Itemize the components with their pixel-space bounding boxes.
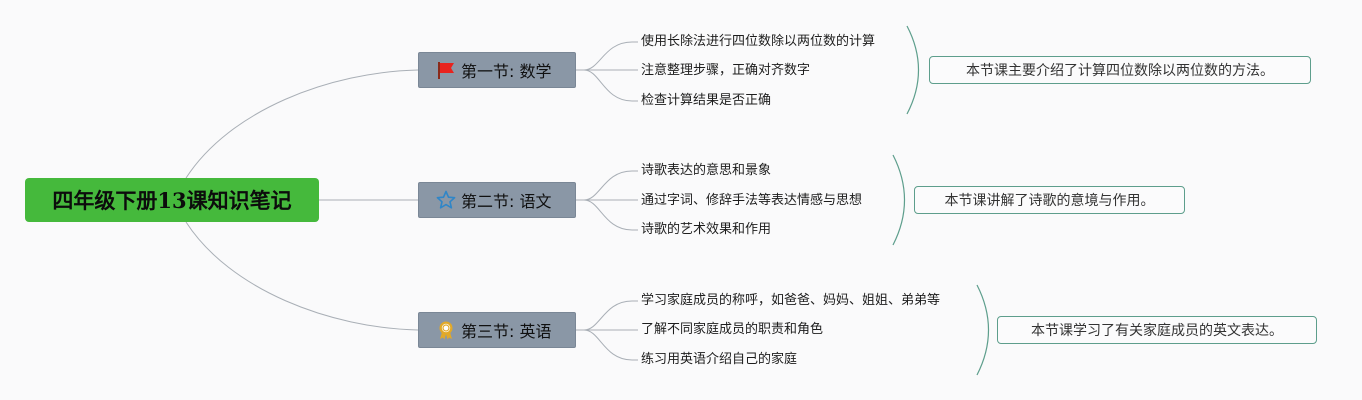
root-to-section-1-link: [185, 69, 419, 179]
section-1-point-3[interactable]: 检查计算结果是否正确: [641, 93, 772, 108]
summary-bracket-3: [976, 284, 990, 376]
section-1-point-1[interactable]: 使用长除法进行四位数除以两位数的计算: [641, 34, 876, 49]
section-3-point-1[interactable]: 学习家庭成员的称呼，如爸爸、妈妈、姐姐、弟弟等: [641, 293, 941, 308]
section-2-point-2[interactable]: 通过字词、修辞手法等表达情感与思想: [641, 193, 863, 208]
section-2-point-3[interactable]: 诗歌的艺术效果和作用: [641, 222, 772, 237]
summary-bracket-1: [906, 25, 920, 115]
section-2-to-point-3-link: [576, 199, 638, 231]
section-1-label: 第一节: 数学: [461, 62, 552, 81]
section-3-label: 第三节: 英语: [461, 322, 552, 341]
section-3-summary[interactable]: 本节课学习了有关家庭成员的英文表达。: [997, 316, 1317, 344]
section-3-topic[interactable]: 第三节: 英语: [418, 312, 576, 348]
section-3-to-point-3-link: [576, 329, 638, 361]
summary-bracket-2: [892, 154, 906, 246]
root-topic[interactable]: 四年级下册13课知识笔记: [25, 178, 319, 222]
section-1-to-point-1-link: [576, 41, 638, 71]
section-2-summary-text: 本节课讲解了诗歌的意境与作用。: [944, 193, 1155, 209]
section-1-point-2[interactable]: 注意整理步骤，正确对齐数字: [641, 63, 811, 78]
section-1-topic[interactable]: 第一节: 数学: [418, 52, 576, 88]
section-2-summary[interactable]: 本节课讲解了诗歌的意境与作用。: [914, 186, 1185, 214]
section-3-to-point-1-link: [576, 300, 638, 331]
section-2-topic[interactable]: 第二节: 语文: [418, 182, 576, 218]
star-icon: [435, 189, 457, 211]
section-2-point-1[interactable]: 诗歌表达的意思和景象: [641, 163, 772, 178]
section-1-to-point-3-link: [576, 69, 638, 102]
section-2-label: 第二节: 语文: [461, 192, 552, 211]
section-2-to-point-1-link: [576, 170, 638, 201]
red-flag-icon: [435, 59, 457, 81]
root-to-section-3-link: [185, 221, 419, 331]
section-3-point-3[interactable]: 练习用英语介绍自己的家庭: [641, 352, 798, 367]
section-1-summary[interactable]: 本节课主要介绍了计算四位数除以两位数的方法。: [929, 56, 1311, 84]
root-topic-label: 四年级下册13课知识笔记: [52, 188, 292, 213]
section-3-summary-text: 本节课学习了有关家庭成员的英文表达。: [1031, 323, 1283, 339]
award-ribbon-icon: [435, 319, 457, 341]
section-1-summary-text: 本节课主要介绍了计算四位数除以两位数的方法。: [966, 63, 1274, 79]
section-3-point-2[interactable]: 了解不同家庭成员的职责和角色: [641, 322, 824, 337]
